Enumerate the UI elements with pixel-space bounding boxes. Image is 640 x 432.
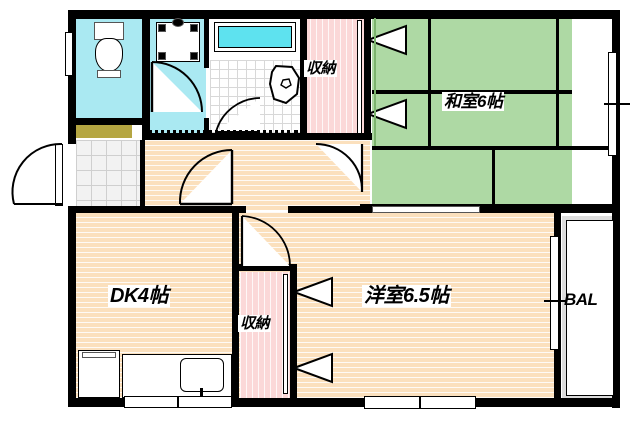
label-yoshitsu: 洋室6.5帖 — [362, 285, 451, 307]
wall-washitsu-south — [360, 204, 620, 213]
wall-balcony-right — [612, 206, 620, 408]
label-washitsu: 和室6帖 — [442, 92, 505, 111]
bathtub-water — [218, 26, 292, 48]
closet-top-fill — [304, 18, 366, 136]
shower-corner-br — [190, 52, 198, 60]
closet-top-door-sliding-lower[interactable] — [365, 98, 408, 132]
label-closet-bottom: 収納 — [238, 315, 272, 332]
wc-window — [65, 32, 73, 76]
washitsu-door-swing-arc[interactable] — [314, 142, 366, 198]
closet-top-door-sliding-upper[interactable] — [365, 24, 408, 58]
wall-washroom-right — [204, 10, 209, 68]
wall-dk-top — [68, 206, 246, 213]
balcony-rail — [566, 220, 614, 396]
wall-outer-top — [68, 10, 620, 19]
washitsu-window-sill — [604, 103, 630, 105]
wall-closet-bottom-right — [290, 264, 297, 400]
balcony-door[interactable] — [550, 236, 559, 350]
tatami-line-v3 — [492, 146, 495, 204]
wall-closet-bottom-top — [232, 264, 294, 271]
wall-wc-right — [142, 10, 150, 136]
shower-head — [172, 18, 184, 27]
wall-outer-bottom — [68, 398, 560, 407]
refrigerator-top-line — [82, 352, 116, 358]
entrance-genkan-fill — [76, 140, 144, 210]
dk-window-mullion — [177, 396, 179, 408]
shower-corner-bl — [158, 52, 166, 60]
balcony-door-handle — [544, 300, 566, 302]
closet-bottom-door-sliding-upper[interactable] — [291, 276, 334, 310]
toilet-bowl — [95, 38, 123, 72]
washing-machine — [268, 64, 301, 105]
shower-corner-tl — [158, 24, 166, 32]
front-door-swing-arc — [11, 142, 63, 205]
wall-entrance-recess-left — [68, 130, 76, 144]
label-balcony: BAL — [564, 290, 598, 309]
kitchen-sink — [180, 358, 224, 392]
wall-corridor-top — [142, 133, 372, 140]
label-dk: DK4帖 — [108, 285, 171, 307]
tatami-line-v2 — [556, 18, 559, 146]
yoshitsu-window-mullion — [419, 396, 421, 409]
closet-bottom-door-sliding-lower[interactable] — [291, 352, 334, 386]
wall-closet-washitsu-divider — [364, 10, 371, 140]
shower-corner-tr — [190, 24, 198, 32]
wall-balcony-bottom — [556, 398, 620, 407]
wall-washroom-right-lower — [204, 118, 209, 140]
yoshitsu-door-swing-arc[interactable] — [240, 214, 294, 272]
dk-door-swing-arc[interactable] — [178, 148, 236, 208]
wall-corridor-bottom-right — [288, 206, 372, 213]
tatami-edge-left — [374, 18, 376, 146]
wc-door-swing-arc[interactable] — [150, 60, 206, 116]
refrigerator-space — [78, 350, 120, 398]
yoshitsu-window-north — [372, 206, 480, 213]
wall-bath-closet-divider — [300, 10, 307, 140]
washroom-threshold-dashed — [148, 130, 298, 133]
wall-wc-bottom — [68, 118, 148, 125]
wall-genkan-right — [140, 140, 145, 206]
wall-dk-right — [232, 212, 239, 400]
toilet-paper-holder — [97, 70, 121, 78]
label-closet-top: 収納 — [304, 60, 338, 77]
closet-bottom-panel-line — [283, 274, 288, 394]
tatami-line-v1 — [428, 18, 431, 146]
wall-outer-left-lower — [68, 206, 76, 406]
closet-top-panel-line — [357, 20, 362, 134]
